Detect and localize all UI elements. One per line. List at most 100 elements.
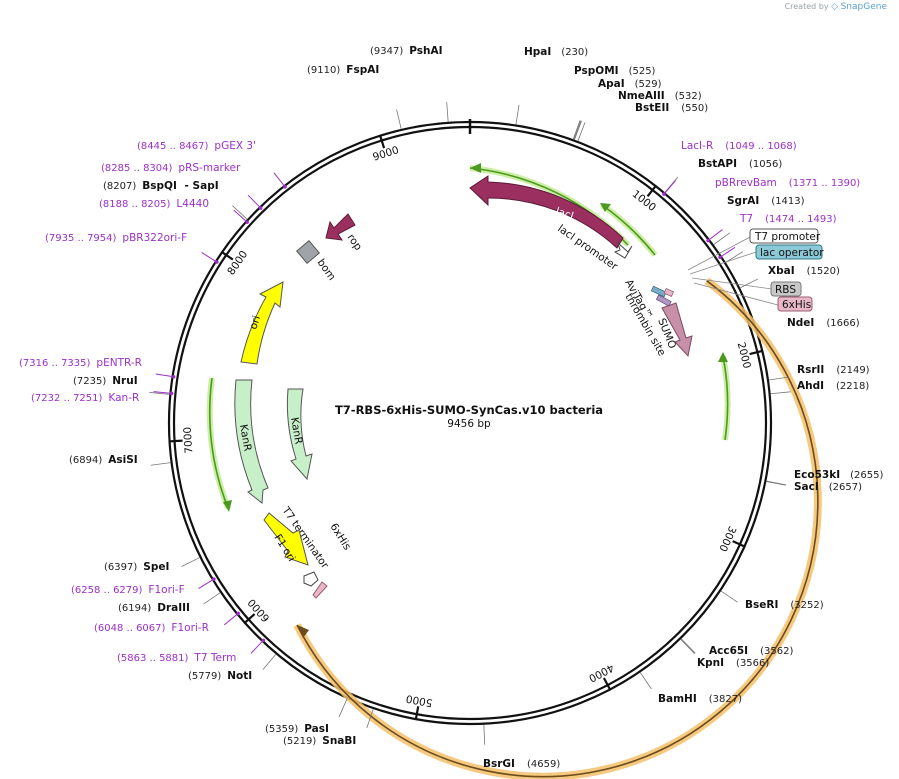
ruler-tick: [749, 349, 764, 356]
feature-kanr-2[interactable]: KanR: [286, 388, 313, 481]
primer-binding-mark: [169, 391, 174, 396]
site-bsteii[interactable]: BstEII(550): [635, 102, 708, 114]
site-bseri[interactable]: BseRI(3252): [745, 599, 824, 611]
site-leader-line: [572, 120, 581, 140]
feature-bom[interactable]: bom: [296, 240, 338, 283]
site-leader-line: [768, 376, 789, 381]
site-leader-line: [515, 104, 520, 125]
site-leader-line: [680, 638, 696, 654]
feature-6xhis-top[interactable]: [663, 287, 675, 297]
primer-pentr-r[interactable]: (7316 .. 7335)pENTR-R: [19, 357, 142, 369]
site-nmeaiii[interactable]: NmeAIII(532): [618, 90, 702, 102]
site-kpni[interactable]: KpnI(3566): [697, 657, 769, 669]
primer-leader-line: [155, 373, 174, 378]
credit-prefix: Created by: [784, 2, 829, 11]
site-leader-line: [338, 698, 348, 718]
site-sgrai[interactable]: SgrAI(1413): [727, 195, 805, 207]
ruler-tick-label: 7000: [182, 427, 196, 454]
feature-laci[interactable]: lacI: [469, 175, 624, 249]
feature-connectors: [687, 235, 779, 306]
primer-leader-line: [153, 391, 172, 394]
site-nrui[interactable]: (7235)NruI: [73, 375, 138, 387]
site-leader-line: [366, 708, 374, 729]
primer-pbrrevbam[interactable]: pBRrevBam(1371 .. 1390): [715, 177, 860, 189]
primer-prs-marker[interactable]: (8285 .. 8304)pRS-marker: [101, 162, 241, 174]
feature-rop-label: rop: [345, 232, 365, 253]
site-leader-line: [573, 120, 582, 140]
primer-marks: [153, 172, 736, 654]
site-fspai[interactable]: (9110)FspAI: [307, 64, 379, 76]
site-noti[interactable]: (5779)NotI: [188, 670, 252, 682]
site-leader-line: [203, 592, 221, 605]
site-apai[interactable]: ApaI(529): [598, 78, 662, 90]
primer-t7[interactable]: T7(1474 .. 1493): [739, 213, 837, 225]
site-bamhi[interactable]: BamHI(3827): [658, 693, 742, 705]
site-leader-line: [446, 101, 449, 122]
site-rsrii[interactable]: RsrII(2149): [797, 364, 870, 376]
site-leader-line: [713, 232, 731, 245]
feature-laci-label: lacI: [554, 205, 575, 222]
snapgene-logo-icon: ◇: [831, 2, 839, 12]
primer-kan-r[interactable]: (7232 .. 7251)Kan-R: [31, 392, 139, 404]
site-eco53ki[interactable]: Eco53kI(2655): [794, 469, 883, 481]
site-bstapi[interactable]: BstAPI(1056): [698, 158, 782, 170]
site-spei[interactable]: (6397)SpeI: [104, 561, 169, 573]
site-hpai[interactable]: HpaI(230): [524, 46, 588, 58]
site-acc65i[interactable]: Acc65I(3562): [709, 645, 793, 657]
site-leader-line: [720, 590, 738, 603]
primer-binding-mark: [283, 185, 287, 189]
site-ndei[interactable]: NdeI(1666): [787, 317, 860, 329]
ruler-tick: [602, 677, 612, 691]
site-leader-line: [766, 480, 787, 486]
ruler-tick-label: 3000: [716, 524, 738, 553]
primer-pbr322ori-f[interactable]: (7935 .. 7954)pBR322ori-F: [45, 232, 187, 244]
boxed-label-rbs[interactable]: RBS: [770, 281, 802, 297]
primer-pgex3[interactable]: (8445 .. 8467)pGEX 3': [137, 140, 256, 152]
boxed-label-t7-promoter[interactable]: T7 promoter: [749, 228, 821, 244]
primer-t7-term[interactable]: (5863 .. 5881)T7 Term: [117, 652, 236, 664]
snapgene-credit: Created by ◇ SnapGene: [785, 2, 887, 12]
site-bspqi-sapi[interactable]: (8207)BspQI - SapI: [103, 180, 219, 192]
primer-leader-line: [663, 180, 676, 195]
primer-leader-line: [198, 578, 215, 589]
primer-binding-mark: [212, 577, 216, 581]
feature-rop[interactable]: rop: [325, 213, 365, 253]
primer-leader-line: [223, 613, 239, 626]
site-leader-line: [149, 392, 170, 395]
site-leader-line: [232, 205, 248, 220]
primer-laci-r[interactable]: LacI-R(1049 .. 1068): [681, 140, 797, 152]
site-snabi[interactable]: (5219)SnaBI: [283, 735, 356, 747]
primer-f1ori-f[interactable]: (6258 .. 6279)F1ori-F: [71, 584, 185, 596]
feature-ori-label: ori: [247, 314, 263, 331]
site-draiii[interactable]: (6194)DraIII: [118, 602, 190, 614]
boxed-label-6xhis[interactable]: 6xHis: [777, 296, 813, 312]
ruler-tick-label: 2000: [735, 341, 753, 370]
site-ahdi[interactable]: AhdI(2218): [797, 380, 869, 392]
site-saci[interactable]: SacI(2657): [794, 481, 862, 493]
feature-kanr-1[interactable]: KanR: [234, 379, 269, 504]
site-pspomi[interactable]: PspOMI(525): [574, 65, 656, 77]
primer-f1ori-r[interactable]: (6048 .. 6067)F1ori-R: [94, 622, 209, 634]
site-asisi[interactable]: (6894)AsiSI: [69, 454, 138, 466]
boxed-label-lac-operator[interactable]: lac operator: [755, 244, 824, 260]
ruler-tick-label: 5000: [405, 692, 433, 709]
primer-binding-mark: [236, 611, 240, 616]
primer-leader-line: [707, 229, 723, 241]
site-leader-line: [770, 391, 791, 395]
site-leader-line: [181, 557, 200, 567]
site-xbai[interactable]: XbaI(1520): [768, 265, 840, 277]
site-leader-line: [739, 278, 759, 289]
plasmid-size: 9456 bp: [447, 418, 491, 430]
site-pasi[interactable]: (5359)PasI: [265, 723, 329, 735]
primer-leader-line: [201, 252, 218, 263]
primer-l4440[interactable]: (8188 .. 8205)L4440: [99, 198, 209, 210]
site-pshai[interactable]: (9347)PshAI: [370, 45, 443, 57]
feature-kanr-2-label: KanR: [288, 416, 305, 445]
cas-orf-arrowhead: [297, 625, 309, 638]
ruler-tick: [168, 439, 183, 443]
site-bsrgi[interactable]: BsrGI(4659): [483, 758, 560, 770]
feature-kanr-1-label: KanR: [237, 423, 254, 452]
feature-ori[interactable]: ori: [240, 281, 284, 365]
ruler-tick-label: 4000: [587, 661, 616, 684]
